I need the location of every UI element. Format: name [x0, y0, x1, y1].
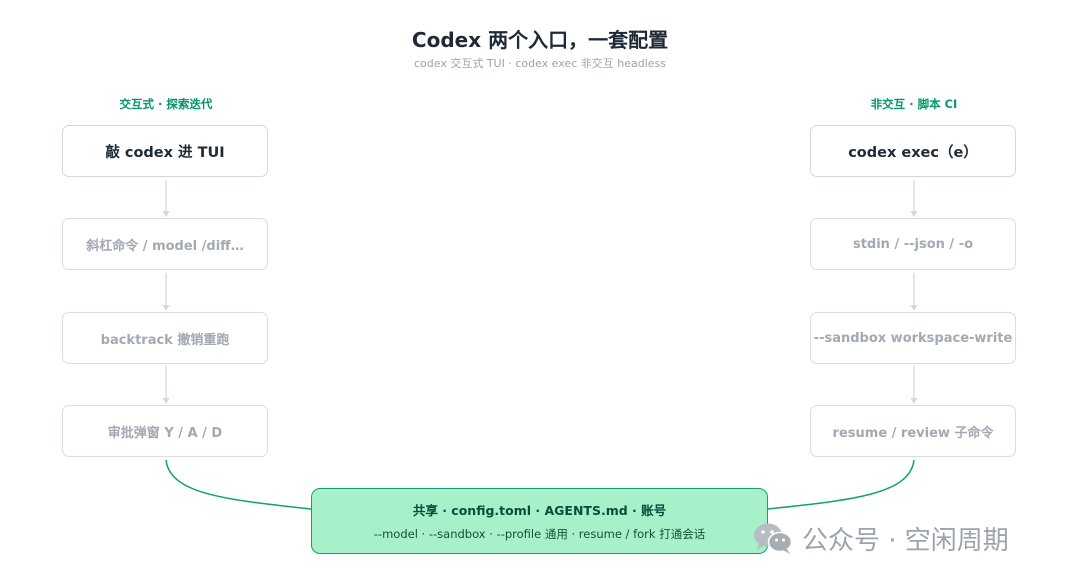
left-step-slash-commands: 斜杠命令 / model /diff…: [62, 218, 268, 270]
watermark-text: 公众号 · 空闲周期: [802, 525, 1009, 556]
right-arrowhead-1: [910, 211, 918, 217]
right-step-exec: codex exec（e）: [810, 125, 1016, 177]
left-arrowhead-1: [162, 211, 170, 217]
right-arrowhead-3: [910, 398, 918, 404]
right-column-label: 非交互 · 脚本 CI: [870, 97, 958, 111]
left-step-tui: 敲 codex 进 TUI: [62, 125, 268, 177]
left-step-backtrack: backtrack 撤销重跑: [62, 312, 268, 364]
right-step-sandbox: --sandbox workspace-write: [810, 312, 1016, 364]
right-merge-curve: [767, 459, 915, 510]
wechat-icon: [754, 523, 793, 554]
page-title: Codex 两个入口，一套配置: [411, 28, 669, 52]
left-step-approval: 审批弹窗 Y / A / D: [62, 405, 268, 457]
left-merge-curve: [165, 459, 312, 510]
right-arrowhead-2: [910, 305, 918, 311]
shared-config-title: 共享 · config.toml · AGENTS.md · 账号: [412, 503, 667, 518]
page-subtitle: codex 交互式 TUI · codex exec 非交互 headless: [414, 57, 666, 70]
left-arrowhead-2: [162, 305, 170, 311]
left-arrowhead-3: [162, 398, 170, 404]
left-column-label: 交互式 · 探索迭代: [119, 97, 213, 111]
right-step-stdin-json: stdin / --json / -o: [810, 218, 1016, 270]
shared-config-box: 共享 · config.toml · AGENTS.md · 账号 --mode…: [311, 488, 768, 554]
right-step-resume-review: resume / review 子命令: [810, 405, 1016, 457]
watermark: 公众号 · 空闲周期: [752, 520, 1009, 556]
shared-config-subtitle: --model · --sandbox · --profile 通用 · res…: [373, 527, 706, 541]
